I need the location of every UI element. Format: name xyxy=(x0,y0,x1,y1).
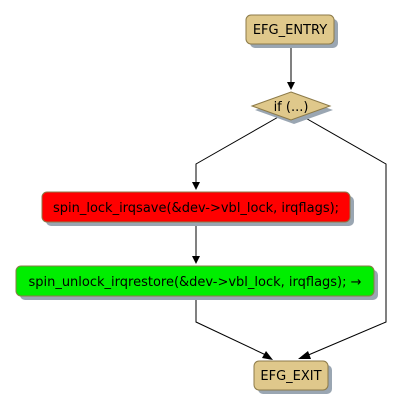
node-if: if (...) xyxy=(250,91,333,124)
node-if-label: if (...) xyxy=(274,100,309,115)
node-lock-box xyxy=(41,191,351,223)
node-unlock: spin_unlock_irqrestore(&dev->vbl_lock, i… xyxy=(15,265,378,300)
edge-if-to-lock xyxy=(195,115,281,184)
node-exit-box xyxy=(253,360,329,391)
node-unlock-box xyxy=(15,265,375,297)
node-unlock-label: spin_unlock_irqrestore(&dev->vbl_lock, i… xyxy=(28,275,361,290)
node-if-diamond xyxy=(250,91,332,121)
node-entry-box xyxy=(245,14,335,45)
node-lock: spin_lock_irqsave(&dev->vbl_lock, irqfla… xyxy=(41,191,354,226)
arrowhead-entry-to-if xyxy=(287,82,295,90)
arrowhead-if-to-lock xyxy=(192,182,200,190)
arrowhead-if-to-exit xyxy=(298,351,311,359)
arrowhead-lock-to-unlock xyxy=(192,256,200,264)
node-exit-label: EFG_EXIT xyxy=(260,369,321,384)
edge-unlock-to-exit xyxy=(195,297,269,357)
arrowhead-unlock-to-exit xyxy=(262,351,273,360)
node-entry: EFG_ENTRY xyxy=(245,14,338,48)
edges xyxy=(192,46,387,360)
edge-if-to-exit xyxy=(301,115,387,357)
node-entry-label: EFG_ENTRY xyxy=(253,23,327,38)
node-exit: EFG_EXIT xyxy=(253,360,332,394)
node-lock-label: spin_lock_irqsave(&dev->vbl_lock, irqfla… xyxy=(53,201,339,216)
